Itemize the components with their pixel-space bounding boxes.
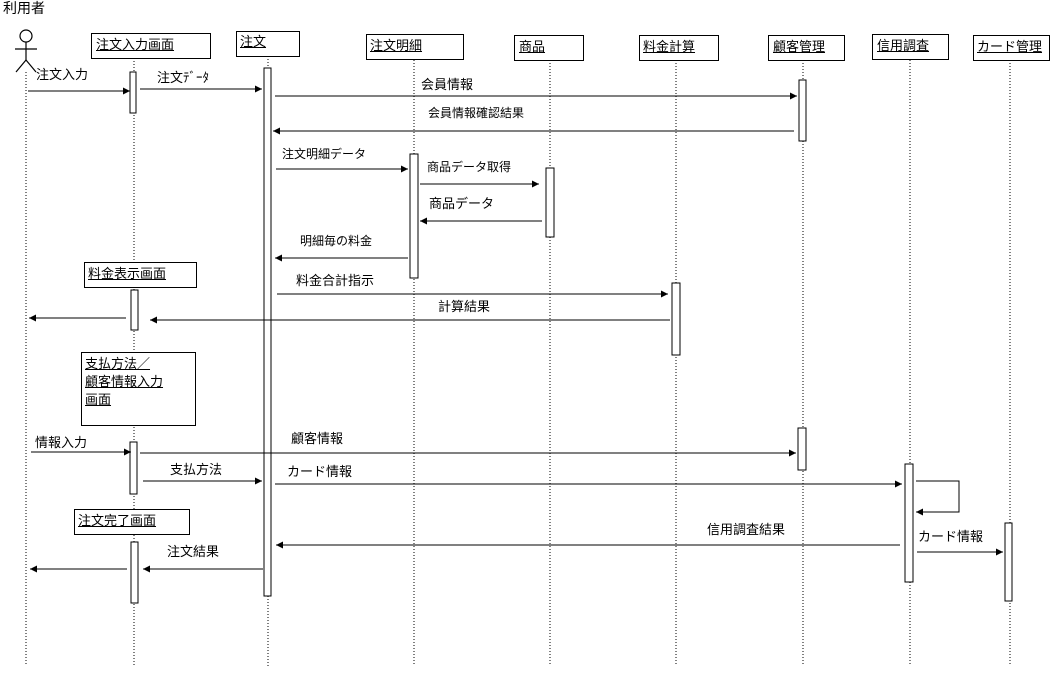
message-label: 注文入力 — [36, 68, 89, 83]
message-label: 商品データ取得 — [427, 160, 512, 174]
screen-title-line: 支払方法／ — [85, 357, 151, 372]
lifeline-header-credit-check: 信用調査 — [872, 34, 949, 60]
activation-bar — [1004, 522, 1013, 602]
screen-fee-display: 料金表示画面 — [84, 262, 197, 288]
message-label: 計算結果 — [438, 300, 491, 315]
lifeline-header-order-input-screen: 注文入力画面 — [91, 33, 211, 59]
message-label: 会員情報 — [421, 78, 474, 93]
lifeline-header-fee-calc: 料金計算 — [639, 35, 719, 61]
lifeline-title: カード管理 — [977, 40, 1043, 55]
lifeline-title: 注文入力画面 — [96, 38, 175, 53]
lifeline-title: 注文 — [240, 35, 267, 50]
screen-title: 注文完了画面 — [78, 514, 157, 529]
message-label: カード情報 — [287, 465, 353, 480]
activation-bars — [129, 67, 1013, 604]
screen-order-complete: 注文完了画面 — [74, 509, 190, 535]
actor-stick-figure-icon — [15, 29, 37, 73]
screen-title-line: 顧客情報入力 — [85, 375, 164, 390]
message-label: 支払方法 — [170, 463, 223, 478]
message-arrows — [28, 85, 1003, 573]
activation-bar — [130, 541, 139, 604]
lifeline-header-customer-mgmt: 顧客管理 — [768, 35, 845, 61]
message-label: 商品データ — [429, 197, 495, 212]
activation-bar — [263, 67, 272, 597]
message-label: 情報入力 — [35, 436, 88, 451]
lifeline-header-order-detail: 注文明細 — [366, 34, 464, 60]
activation-bar — [797, 427, 807, 471]
activation-bar — [129, 71, 137, 114]
message-label: 会員情報確認結果 — [428, 106, 525, 120]
message-label: 明細毎の料金 — [300, 234, 373, 248]
lifeline-title: 信用調査 — [877, 39, 930, 54]
message-label: カード情報 — [918, 530, 984, 545]
activation-bar — [671, 282, 681, 356]
screen-title: 料金表示画面 — [88, 267, 167, 282]
lifeline-header-product: 商品 — [514, 35, 584, 61]
activation-bar — [798, 79, 807, 142]
message-label: 注文結果 — [167, 545, 220, 560]
arrow-self-call — [916, 480, 960, 516]
screen-title-line: 画面 — [85, 393, 112, 408]
activation-bar — [130, 289, 139, 331]
activation-bar — [904, 463, 914, 583]
lifeline-title: 注文明細 — [370, 39, 423, 54]
activation-bar — [545, 167, 555, 238]
lifeline-header-order: 注文 — [236, 31, 300, 57]
message-label: 注文ﾃﾞｰﾀ — [157, 71, 210, 86]
message-label: 料金合計指示 — [296, 274, 375, 289]
message-label: 信用調査結果 — [707, 523, 786, 538]
activation-bar — [409, 153, 419, 279]
activation-bar — [129, 441, 138, 495]
actor-label: 利用者 — [3, 1, 45, 17]
message-label: 注文明細データ — [282, 147, 367, 161]
lifeline-title: 商品 — [519, 40, 546, 55]
lifeline-title: 顧客管理 — [773, 40, 826, 55]
lifeline-header-card-mgmt: カード管理 — [973, 35, 1050, 61]
lifeline-title: 料金計算 — [643, 40, 696, 55]
screen-payment-input: 支払方法／ 顧客情報入力 画面 — [81, 352, 196, 426]
message-label: 顧客情報 — [291, 432, 344, 447]
